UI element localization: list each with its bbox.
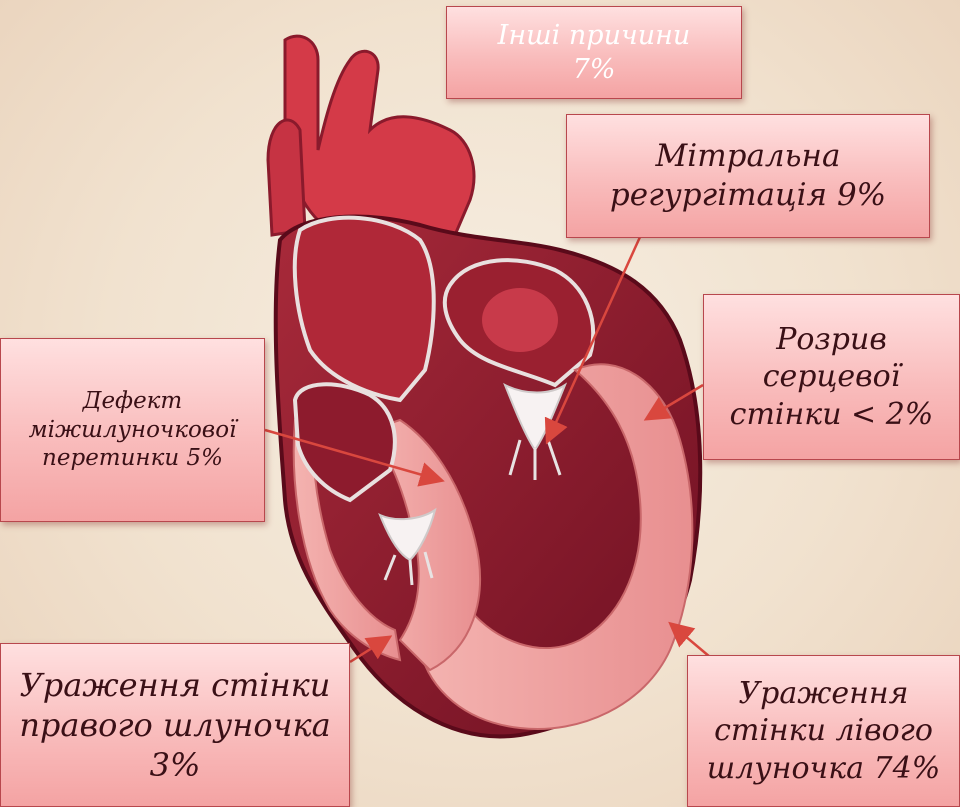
aorta xyxy=(268,36,474,235)
wall-rupture-text: Розрив серцевої стінки < 2% xyxy=(730,321,934,434)
lv-wall-lesion-text: Ураження стінки лівого шлуночка 74% xyxy=(707,675,940,788)
mitral-regurgitation-text: Мітральна регургітація 9% xyxy=(610,137,886,215)
septal-defect-text: Дефект міжшлуночкової перетинки 5% xyxy=(29,387,237,473)
mitral-regurgitation-label: Мітральна регургітація 9% xyxy=(566,114,930,238)
other-causes-label: Інші причини 7% xyxy=(446,6,742,99)
septal-defect-label: Дефект міжшлуночкової перетинки 5% xyxy=(0,338,265,522)
rv-wall-lesion-label: Ураження стінки правого шлуночка 3% xyxy=(0,643,350,807)
lv-wall-lesion-label: Ураження стінки лівого шлуночка 74% xyxy=(687,655,960,807)
wall-rupture-label: Розрив серцевої стінки < 2% xyxy=(703,294,960,460)
rv-wall-lesion-text: Ураження стінки правого шлуночка 3% xyxy=(19,665,330,785)
arrow-lv xyxy=(672,625,710,657)
other-causes-text: Інші причини 7% xyxy=(498,19,691,87)
